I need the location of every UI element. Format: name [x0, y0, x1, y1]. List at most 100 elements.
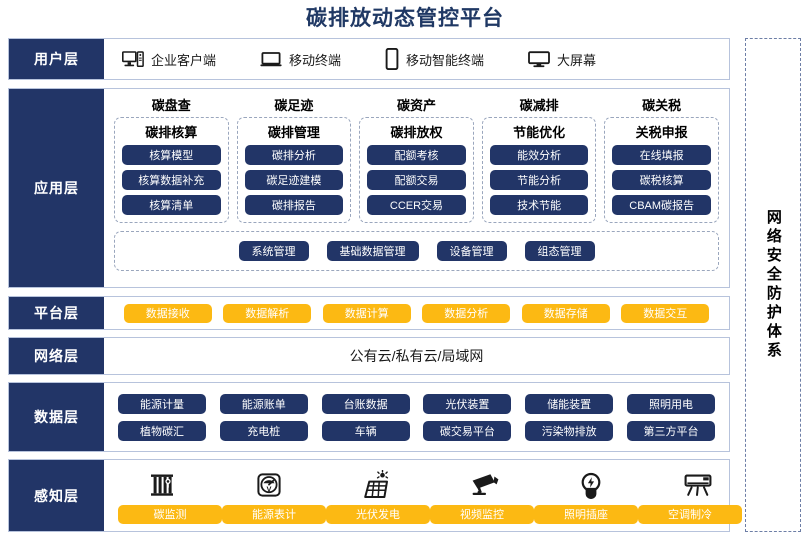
- app-item-button[interactable]: CBAM碳报告: [612, 195, 711, 215]
- data-row: 能源计量 能源账单 台账数据 光伏装置 储能装置 照明用电: [118, 393, 715, 414]
- sensing-icon-cell: V: [225, 468, 313, 500]
- data-item-button[interactable]: 碳交易平台: [423, 420, 512, 441]
- platform-item-button[interactable]: 数据解析: [223, 303, 312, 323]
- app-item-button[interactable]: 碳足迹建模: [244, 170, 344, 190]
- app-box-title: 碳排放权: [390, 125, 443, 140]
- data-item-button[interactable]: 车辆: [321, 420, 410, 441]
- app-column-carbon-assets: 碳资产 碳排放权 配额考核 配额交易 CCER交易: [359, 95, 474, 223]
- sensing-icon-cell: [332, 468, 420, 500]
- light-bulb-icon: [578, 468, 604, 500]
- application-columns: 碳盘查 碳排核算 核算模型 核算数据补充 核算清单 碳足迹 碳排管理 碳排分析 …: [114, 95, 719, 223]
- app-column-carbon-reduction: 碳减排 节能优化 能效分析 节能分析 技术节能: [481, 95, 597, 223]
- app-bottom-button[interactable]: 组态管理: [524, 241, 595, 261]
- layer-user-body: 企业客户端 移动终端 移动智能终端: [104, 39, 729, 79]
- app-box: 碳排管理 碳排分析 碳足迹建模 碳排报告: [236, 117, 352, 223]
- data-item-button[interactable]: 植物碳汇: [118, 420, 206, 441]
- energy-meter-icon: V: [254, 468, 284, 500]
- layer-network: 网络层 公有云/私有云/局域网: [8, 337, 730, 375]
- user-item-smart-mobile-terminal[interactable]: 移动智能终端: [385, 48, 484, 70]
- svg-text:V: V: [267, 484, 272, 493]
- layer-user-label: 用户层: [9, 39, 104, 79]
- app-item-button[interactable]: 核算清单: [122, 195, 221, 215]
- monitor-icon: [528, 50, 550, 68]
- app-item-button[interactable]: 配额交易: [367, 170, 466, 190]
- layer-application-label: 应用层: [9, 89, 104, 287]
- app-column-title: 碳减排: [519, 98, 559, 113]
- app-item-button[interactable]: 碳排分析: [244, 145, 344, 165]
- page-title: 碳排放动态管控平台: [306, 7, 504, 30]
- data-item-button[interactable]: 储能装置: [525, 393, 614, 414]
- security-system-panel: 网络安全防护体系: [745, 38, 801, 532]
- app-box: 碳排核算 核算模型 核算数据补充 核算清单: [114, 117, 229, 223]
- user-item-large-screen[interactable]: 大屏幕: [528, 50, 596, 69]
- app-bottom-button[interactable]: 设备管理: [436, 241, 507, 261]
- user-item-label: 移动终端: [289, 52, 342, 68]
- app-item-button[interactable]: 核算数据补充: [122, 170, 221, 190]
- application-bottom-group: 系统管理 基础数据管理 设备管理 组态管理: [114, 231, 719, 271]
- laptop-icon: [260, 51, 282, 68]
- app-item-button[interactable]: 配额考核: [367, 145, 466, 165]
- app-bottom-button[interactable]: 系统管理: [238, 241, 309, 261]
- sensing-icon-cell: [654, 468, 742, 500]
- app-column-title: 碳足迹: [274, 98, 314, 113]
- app-column-carbon-tariff: 碳关税 关税申报 在线填报 碳税核算 CBAM碳报告: [604, 95, 719, 223]
- app-item-button[interactable]: 能效分析: [489, 145, 589, 165]
- app-box: 关税申报 在线填报 碳税核算 CBAM碳报告: [604, 117, 719, 223]
- layer-application: 应用层 碳盘查 碳排核算 核算模型 核算数据补充 核算清单 碳足迹 碳排管理: [8, 88, 730, 288]
- carbon-monitor-icon: [147, 468, 177, 500]
- layer-sensing: 感知层: [8, 459, 742, 532]
- data-item-button[interactable]: 光伏装置: [423, 393, 512, 414]
- sensing-item-button[interactable]: 能源表计: [222, 504, 326, 524]
- app-item-button[interactable]: 碳排报告: [244, 195, 344, 215]
- app-column-carbon-footprint: 碳足迹 碳排管理 碳排分析 碳足迹建模 碳排报告: [236, 95, 352, 223]
- app-item-button[interactable]: 碳税核算: [612, 170, 711, 190]
- data-item-button[interactable]: 台账数据: [321, 393, 410, 414]
- app-item-button[interactable]: 节能分析: [489, 170, 589, 190]
- data-item-button[interactable]: 能源计量: [118, 393, 206, 414]
- solar-panel-icon: [360, 468, 392, 500]
- data-item-button[interactable]: 充电桩: [219, 420, 308, 441]
- app-box-title: 碳排管理: [267, 125, 320, 140]
- data-item-button[interactable]: 污染物排放: [525, 420, 614, 441]
- layer-user: 用户层 企业客户端: [8, 38, 730, 80]
- network-description: 公有云/私有云/局域网: [349, 348, 484, 364]
- platform-item-button[interactable]: 数据分析: [422, 303, 511, 323]
- app-box: 碳排放权 配额考核 配额交易 CCER交易: [359, 117, 474, 223]
- platform-item-button[interactable]: 数据计算: [322, 303, 411, 323]
- app-item-button[interactable]: 在线填报: [612, 145, 711, 165]
- data-item-button[interactable]: 能源账单: [219, 393, 308, 414]
- sensing-icon-cell: [547, 468, 635, 500]
- desktop-tower-icon: [122, 50, 144, 68]
- data-item-button[interactable]: 第三方平台: [626, 420, 715, 441]
- layer-data-label: 数据层: [9, 383, 104, 451]
- app-item-button[interactable]: 技术节能: [489, 195, 589, 215]
- app-item-button[interactable]: 核算模型: [122, 145, 221, 165]
- app-box: 节能优化 能效分析 节能分析 技术节能: [481, 117, 597, 223]
- platform-item-button[interactable]: 数据交互: [621, 303, 710, 323]
- sensing-icon-row: V: [118, 468, 742, 500]
- smartphone-icon: [385, 48, 399, 70]
- sensing-item-button[interactable]: 空调制冷: [638, 504, 742, 524]
- sensing-item-button[interactable]: 视频监控: [430, 504, 534, 524]
- security-system-label: 网络安全防护体系: [764, 209, 782, 361]
- user-item-label: 大屏幕: [557, 52, 597, 68]
- sensing-item-button[interactable]: 碳监测: [118, 504, 222, 524]
- platform-item-button[interactable]: 数据接收: [123, 303, 212, 323]
- user-item-label: 企业客户端: [151, 52, 217, 68]
- layer-platform: 平台层 数据接收 数据解析 数据计算 数据分析 数据存储 数据交互: [8, 296, 730, 330]
- app-item-button[interactable]: CCER交易: [367, 195, 466, 215]
- layer-data-body: 能源计量 能源账单 台账数据 光伏装置 储能装置 照明用电 植物碳汇 充电桩 车…: [104, 383, 729, 451]
- cctv-camera-icon: [468, 468, 500, 500]
- sensing-item-button[interactable]: 照明插座: [534, 504, 638, 524]
- sensing-item-button[interactable]: 光伏发电: [326, 504, 430, 524]
- app-column-carbon-inventory: 碳盘查 碳排核算 核算模型 核算数据补充 核算清单: [114, 95, 229, 223]
- layer-network-label: 网络层: [9, 338, 104, 374]
- app-bottom-button[interactable]: 基础数据管理: [326, 241, 419, 261]
- app-box-title: 碳排核算: [145, 125, 198, 140]
- layer-network-body: 公有云/私有云/局域网: [104, 338, 729, 374]
- layer-sensing-body: V: [104, 460, 756, 531]
- user-item-mobile-terminal[interactable]: 移动终端: [260, 50, 341, 69]
- user-item-enterprise-client[interactable]: 企业客户端: [122, 50, 216, 69]
- platform-item-button[interactable]: 数据存储: [521, 303, 610, 323]
- data-item-button[interactable]: 照明用电: [626, 393, 715, 414]
